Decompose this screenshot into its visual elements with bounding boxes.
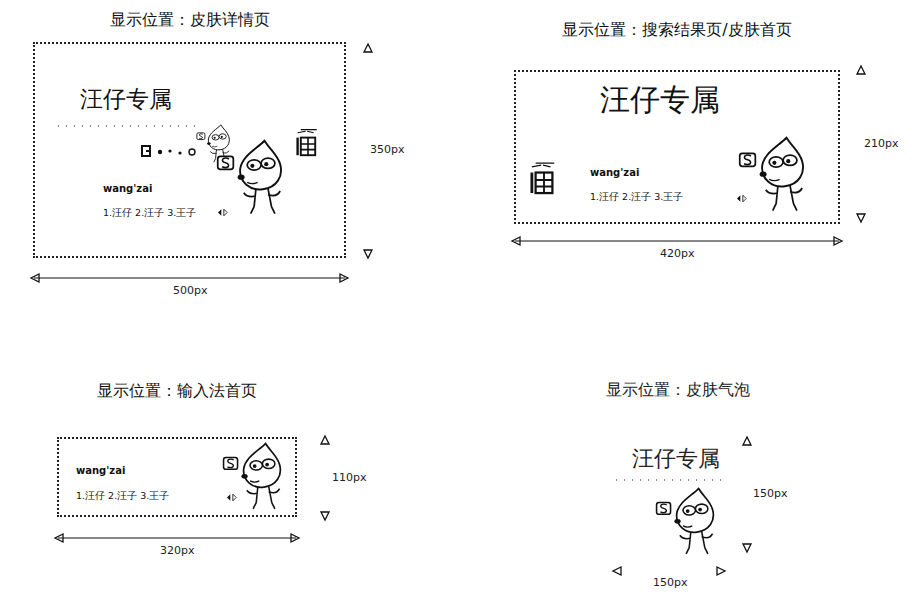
skin-title: 汪仔专属 bbox=[600, 82, 720, 118]
ime-home-box: 显示位置：输入法首页wang'zai1.汪仔 2.汪子 3.王子 bbox=[57, 437, 297, 517]
detail-page-box: 显示位置：皮肤详情页汪仔专属wang'zai1.汪仔 2.汪子 3.王子 bbox=[33, 42, 346, 258]
pinyin-input: wang'zai bbox=[590, 167, 639, 179]
position-heading: 显示位置：皮肤气泡 bbox=[604, 380, 752, 399]
pinyin-input: wang'zai bbox=[103, 183, 152, 195]
position-heading: 显示位置：皮肤详情页 bbox=[35, 10, 344, 29]
dimension-label: 420px bbox=[658, 247, 697, 260]
panel-two-art bbox=[532, 138, 803, 211]
candidate-list: 1.汪仔 2.汪子 3.王子 bbox=[103, 207, 196, 218]
bubble-art bbox=[616, 480, 728, 554]
panel-three-art bbox=[224, 444, 281, 509]
candidate-list: 1.汪仔 2.汪子 3.王子 bbox=[590, 191, 683, 202]
dimension-label: 350px bbox=[368, 143, 407, 156]
dimension-label: 150px bbox=[751, 487, 790, 500]
dimension-label: 150px bbox=[651, 576, 690, 589]
dimension-label: 110px bbox=[330, 471, 369, 484]
skin-title: 汪仔专属 bbox=[80, 86, 172, 114]
dimension-marks bbox=[31, 44, 865, 575]
skin-title: 汪仔专属 bbox=[630, 446, 722, 472]
candidate-list: 1.汪仔 2.汪子 3.王子 bbox=[76, 490, 169, 501]
dimension-label: 210px bbox=[862, 137, 901, 150]
search-page-box: 显示位置：搜索结果页/皮肤首页汪仔专属wang'zai1.汪仔 2.汪子 3.王… bbox=[514, 70, 840, 224]
dimension-label: 320px bbox=[158, 544, 197, 557]
position-heading: 显示位置：搜索结果页/皮肤首页 bbox=[516, 20, 838, 39]
position-heading: 显示位置：输入法首页 bbox=[59, 381, 295, 400]
pinyin-input: wang'zai bbox=[76, 465, 125, 477]
panel-one-art bbox=[58, 125, 317, 216]
dimension-label: 500px bbox=[171, 284, 210, 297]
